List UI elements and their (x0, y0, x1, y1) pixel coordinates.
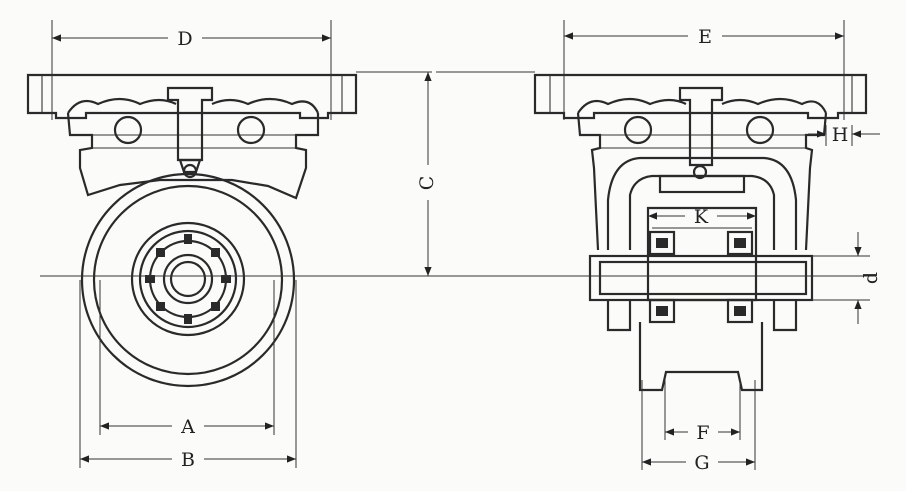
side-view (533, 73, 868, 392)
front-view (26, 73, 358, 388)
dimension-arrows (52, 32, 880, 466)
label-G: G (694, 452, 709, 474)
label-A: A (180, 416, 195, 438)
label-C: C (416, 176, 438, 191)
bearing-rollers (145, 234, 231, 324)
label-d: d (860, 272, 882, 284)
label-B: B (181, 449, 195, 471)
label-K: K (694, 206, 709, 228)
label-F: F (696, 422, 709, 444)
label-H: H (832, 124, 849, 146)
side-bearings (648, 230, 754, 324)
label-D: D (177, 28, 192, 50)
label-E: E (698, 26, 712, 48)
reference-lines (40, 20, 875, 470)
